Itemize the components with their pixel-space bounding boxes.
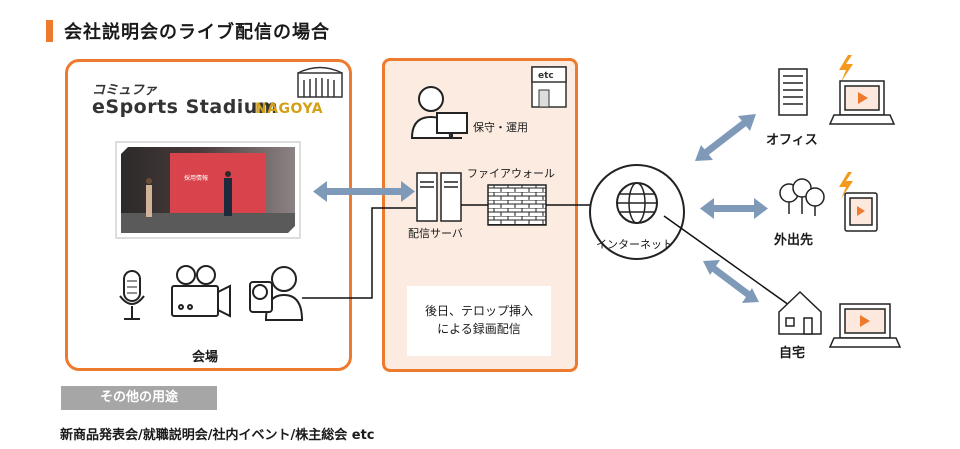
brand-line-2: eSports Stadium [92,96,279,118]
destination-outside-label: 外出先 [773,232,813,248]
screen-text: 採用情報 [184,174,208,182]
venue-label: 会場 [192,350,219,365]
venue-panel [65,59,352,371]
arrow-to-office [695,114,756,161]
camera-feed-line [302,207,416,299]
lightning-icon-office [839,55,853,82]
venue-photo [115,141,301,239]
office-building-icon [778,68,808,116]
page-title: 会社説明会のライブ配信の場合 [64,22,330,43]
destination-office-label: オフィス [766,133,818,148]
cameraman-icon [249,266,304,321]
lightning-icon-outside [839,172,853,199]
laptop-icon-office [828,80,896,125]
internet-label: インターネット [596,238,673,251]
internet-home-line [663,215,797,311]
venue-server-arrow [313,181,415,202]
firewall-label: ファイアウォール [467,167,555,180]
trees-icon [779,178,825,216]
destination-home-label: 自宅 [779,345,805,361]
recording-note-box [407,286,551,356]
tablet-icon [844,192,878,232]
microphone-icon [119,270,145,320]
recording-note: 後日、テロップ挿入 による録画配信 [407,302,551,338]
other-uses-items: 新商品発表会/就職説明会/社内イベント/株主総会 etc [60,428,375,443]
brand-line-1: コミュファ [92,83,158,98]
building-icon [531,66,567,108]
other-uses-label: その他の用途 [61,386,217,410]
operator-icon [410,86,468,139]
maintenance-label: 保守・運用 [473,120,528,134]
brand-line-3: NAGOYA [255,101,324,117]
internet-globe-icon [589,164,685,260]
server-icon [416,172,462,222]
firewall-icon [487,184,547,226]
recording-note-line-2: による録画配信 [437,322,521,336]
arrow-to-outside [700,198,768,219]
laptop-icon-home [828,303,902,348]
recording-note-line-1: 後日、テロップ挿入 [424,304,533,318]
distribution-server-label: 配信サーバ [408,227,463,240]
video-camera-icon [171,265,231,318]
house-icon [778,290,822,335]
etc-badge: etc [538,71,554,81]
arrow-to-home [703,260,759,303]
stadium-icon [297,66,343,98]
title-accent-bar [46,20,53,42]
